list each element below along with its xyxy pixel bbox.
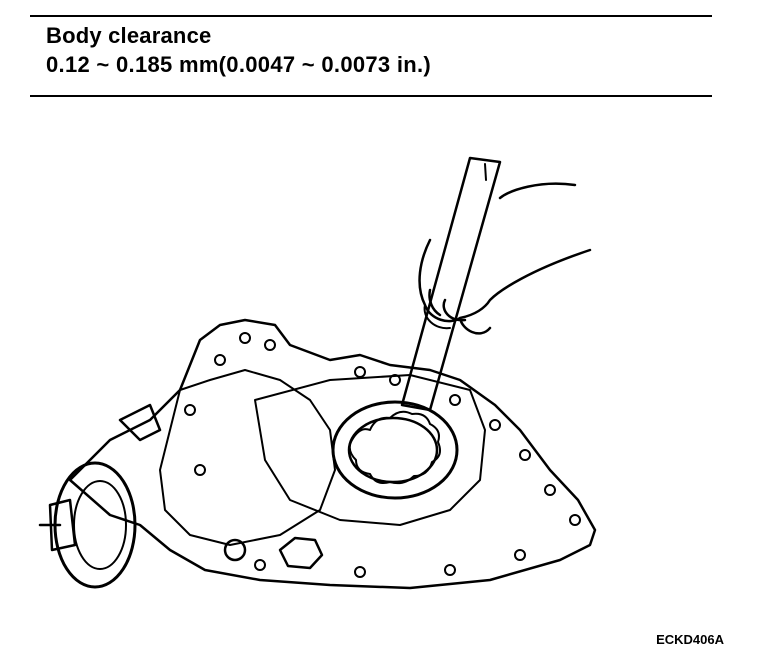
shaft	[38, 498, 77, 552]
bottom-rule	[30, 95, 712, 97]
top-rule	[30, 15, 712, 17]
oil-pump-illustration	[38, 156, 597, 590]
outer-rotor	[331, 400, 459, 500]
pump-housing-outline	[68, 318, 597, 590]
spec-value: 0.12 ~ 0.185 mm(0.0047 ~ 0.0073 in.)	[46, 52, 432, 77]
rotor-lobes	[348, 410, 441, 485]
gear-plate	[254, 374, 486, 526]
bracket	[118, 403, 162, 442]
spec-title: Body clearance	[46, 23, 212, 48]
hex-bolt	[278, 536, 324, 570]
pulley-inner	[73, 480, 127, 570]
feeler-gauge	[400, 156, 502, 412]
hand	[418, 182, 592, 335]
bolt-holes	[184, 332, 581, 578]
spec-block: Body clearance 0.12 ~ 0.185 mm(0.0047 ~ …	[46, 22, 431, 80]
pump-flange	[159, 369, 336, 546]
figure-code: ECKD406A	[656, 632, 724, 647]
